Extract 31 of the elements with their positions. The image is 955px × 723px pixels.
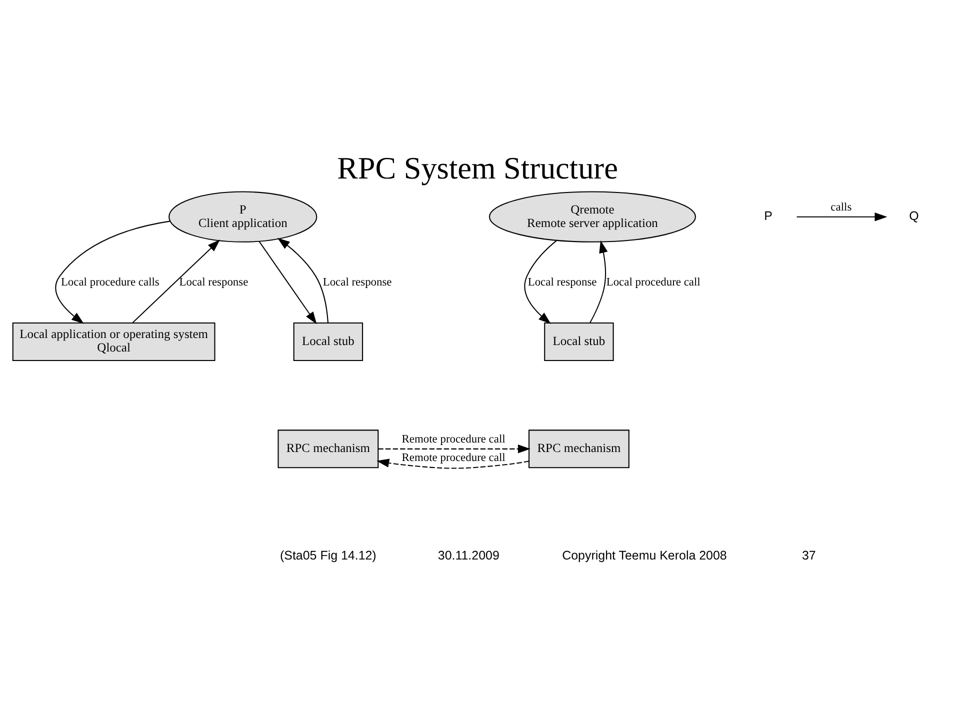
- label: 30.11.2009: [438, 548, 500, 562]
- diagram-title: RPC System Structure: [337, 150, 618, 185]
- edge-label: Remote procedure call: [402, 432, 506, 445]
- edge-label: Local response: [179, 276, 248, 288]
- arrow: [524, 240, 558, 324]
- node-box: Local stub: [544, 322, 614, 360]
- arrow: [378, 444, 530, 453]
- edge-label: Local response: [322, 276, 392, 288]
- label: 37: [802, 548, 816, 562]
- arrow: [258, 240, 317, 324]
- node-text: P: [764, 208, 773, 223]
- edge-label: calls: [830, 200, 852, 213]
- edge-label: Local procedure calls: [60, 276, 160, 288]
- node-box: Local application or operating system Qlocal: [12, 322, 216, 360]
- edge-label: Local response: [528, 276, 597, 288]
- label: (Sta05 Fig 14.12): [280, 548, 376, 562]
- node-box: RPC mechanism: [278, 429, 379, 468]
- node-box: Local stub: [293, 322, 364, 360]
- label: Copyright Teemu Kerola 2008: [562, 548, 727, 562]
- arrow: [376, 458, 530, 468]
- edge-label: Local procedure call: [606, 276, 700, 288]
- node-ellipse: P Client application: [168, 190, 318, 242]
- arrow: [590, 240, 608, 322]
- node-box: RPC mechanism: [528, 429, 630, 468]
- arrow: [55, 220, 170, 324]
- arrow: [277, 237, 328, 322]
- edge-label: Remote procedure call: [402, 452, 506, 464]
- node-ellipse: Qremote Remote server application: [488, 190, 696, 242]
- node-text: Q: [909, 208, 919, 223]
- arrow: [796, 212, 888, 221]
- arrow: [132, 239, 220, 323]
